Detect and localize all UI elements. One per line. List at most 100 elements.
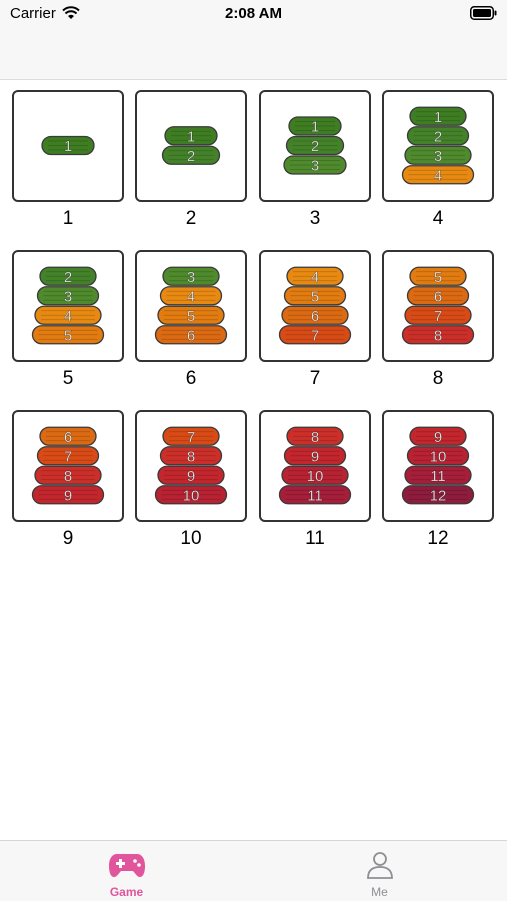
disk-number: 9: [434, 429, 442, 446]
navigation-bar: [0, 30, 507, 80]
level-label: 5: [62, 368, 74, 389]
disk-number: 6: [187, 327, 195, 344]
tab-game[interactable]: Game: [0, 841, 253, 901]
level-label: 10: [180, 528, 202, 549]
disk-11: 11: [278, 485, 352, 505]
disk-number: 10: [430, 448, 447, 465]
disk-10: 10: [406, 446, 470, 466]
disk-number: 6: [434, 288, 442, 305]
disk-number: 1: [64, 138, 72, 155]
disk-number: 3: [187, 269, 195, 286]
disk-7: 7: [278, 325, 352, 345]
level-preview: 5 6 7 8: [382, 250, 494, 362]
disk-7: 7: [36, 446, 100, 466]
disk-number: 9: [311, 448, 319, 465]
disk-number: 3: [311, 158, 319, 175]
disk-number: 4: [64, 308, 72, 325]
disk-number: 7: [434, 308, 442, 325]
wifi-icon: [62, 6, 80, 19]
disk-4: 4: [286, 266, 344, 286]
disk-7: 7: [404, 305, 472, 325]
disk-number: 11: [430, 468, 446, 485]
disk-3: 3: [404, 145, 472, 165]
disk-4: 4: [159, 286, 223, 306]
disk-10: 10: [281, 465, 349, 485]
level-label: 12: [427, 528, 449, 549]
tab-me[interactable]: Me: [253, 841, 506, 901]
disk-6: 6: [154, 325, 228, 345]
disk-number: 10: [183, 487, 200, 504]
tab-bar: Game Me: [0, 840, 507, 901]
person-icon: [367, 852, 393, 879]
disk-number: 3: [64, 288, 72, 305]
disk-number: 5: [434, 269, 442, 286]
disk-1: 1: [288, 116, 342, 136]
disk-number: 5: [187, 308, 195, 325]
disk-1: 1: [41, 135, 95, 155]
disk-1: 1: [409, 106, 467, 126]
level-label: 11: [305, 528, 325, 549]
disk-number: 7: [64, 448, 72, 465]
gamepad-icon: [109, 854, 145, 877]
level-label: 7: [309, 368, 321, 389]
disk-8: 8: [159, 446, 223, 466]
disk-number: 1: [187, 128, 195, 145]
level-preview: 1: [12, 90, 124, 202]
disk-number: 9: [64, 487, 72, 504]
battery-icon: [470, 6, 497, 20]
disk-number: 9: [187, 468, 195, 485]
disk-5: 5: [283, 286, 347, 306]
level-8[interactable]: 5 6 7 8 8: [382, 250, 494, 390]
disk-3: 3: [283, 155, 347, 175]
disk-11: 11: [404, 465, 472, 485]
disk-9: 9: [409, 426, 467, 446]
disk-2: 2: [285, 135, 345, 155]
disk-number: 11: [307, 487, 323, 504]
disk-10: 10: [154, 485, 228, 505]
disk-number: 8: [311, 429, 319, 446]
disk-2: 2: [161, 145, 221, 165]
disk-3: 3: [162, 266, 220, 286]
disk-stack: 12: [161, 126, 221, 165]
disk-stack: 1: [41, 135, 95, 155]
disk-2: 2: [406, 126, 470, 146]
disk-number: 1: [311, 119, 319, 136]
disk-number: 3: [434, 148, 442, 165]
disk-number: 7: [187, 429, 195, 446]
disk-7: 7: [162, 426, 220, 446]
level-label: 1: [62, 208, 74, 229]
disk-9: 9: [283, 446, 347, 466]
disk-8: 8: [34, 465, 102, 485]
disk-6: 6: [39, 426, 97, 446]
level-label: 8: [432, 368, 444, 389]
disk-stack: 78 9 10: [154, 426, 228, 505]
disk-number: 2: [434, 128, 442, 145]
disk-number: 8: [434, 327, 442, 344]
disk-5: 5: [409, 266, 467, 286]
status-bar: Carrier 2:08 AM: [0, 0, 507, 30]
disk-4: 4: [34, 305, 102, 325]
level-label: 9: [62, 528, 74, 549]
carrier-label: Carrier: [10, 5, 56, 22]
disk-number: 1: [434, 109, 442, 126]
disk-6: 6: [406, 286, 470, 306]
